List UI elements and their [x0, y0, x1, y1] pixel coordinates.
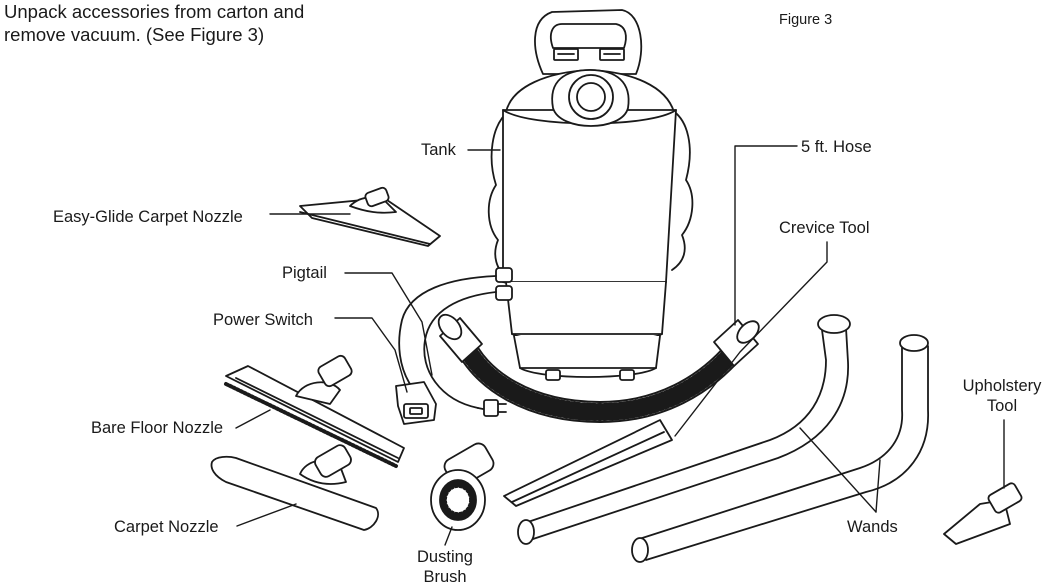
label-power-switch: Power Switch — [213, 311, 313, 329]
label-wands: Wands — [847, 518, 898, 536]
carpet-nozzle-illustration — [210, 444, 379, 531]
intro-line-1: Unpack accessories from carton and — [4, 1, 305, 22]
label-easy-glide-carpet-nozzle: Easy-Glide Carpet Nozzle — [53, 208, 243, 226]
vacuum-illustration — [487, 9, 694, 381]
label-tank: Tank — [421, 141, 456, 159]
label-dusting-brush: Dusting Brush — [402, 547, 488, 587]
figure-label: Figure 3 — [779, 12, 833, 28]
dusting-brush-illustration — [430, 442, 495, 531]
leader-lines — [235, 145, 1005, 546]
label-bare-floor-nozzle: Bare Floor Nozzle — [91, 419, 224, 437]
label-carpet-nozzle: Carpet Nozzle — [114, 518, 219, 536]
crevice-tool-illustration — [503, 419, 673, 507]
upholstery-tool-illustration — [943, 482, 1023, 545]
label-hose: 5 ft. Hose — [801, 138, 872, 156]
plug-icon — [483, 399, 507, 417]
label-pigtail: Pigtail — [282, 264, 327, 282]
label-upholstery-line-1: Upholstery — [962, 377, 1042, 395]
easy-glide-nozzle-illustration — [299, 186, 441, 247]
intro-line-2: remove vacuum. (See Figure 3) — [4, 24, 265, 45]
label-upholstery-line-2: Tool — [986, 397, 1018, 415]
label-dusting-line-1: Dusting — [417, 548, 473, 566]
intro-text: Unpack accessories from carton and remov… — [4, 0, 304, 46]
bare-floor-nozzle-illustration — [224, 354, 405, 468]
label-upholstery-tool: Upholstery Tool — [952, 376, 1046, 416]
label-crevice-tool: Crevice Tool — [779, 219, 870, 237]
wands-illustration — [517, 314, 929, 563]
power-switch-illustration — [395, 381, 437, 425]
label-dusting-line-2: Brush — [423, 568, 467, 586]
